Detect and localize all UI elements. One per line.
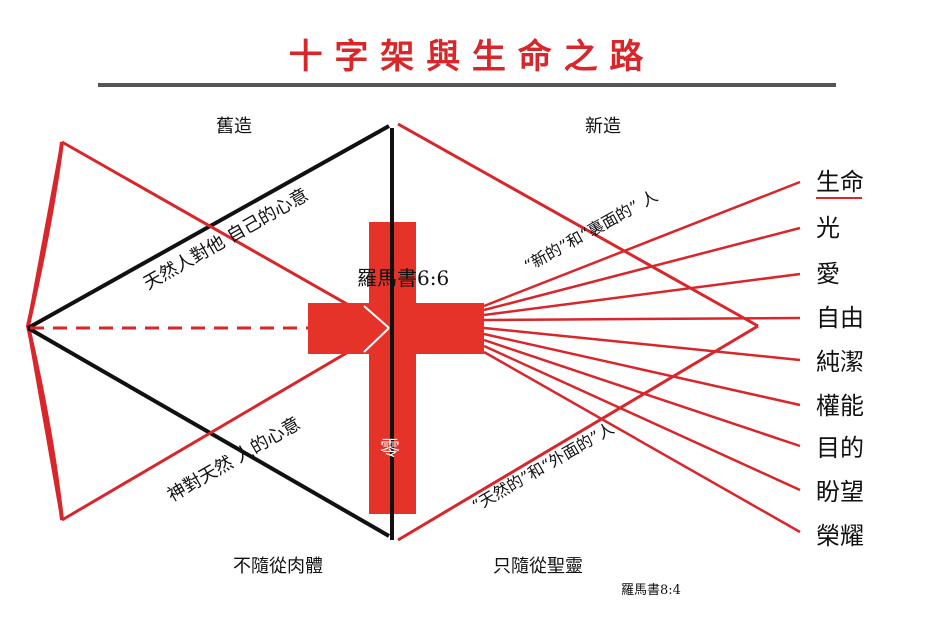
- cross-reference: 羅馬書6:6: [357, 266, 449, 290]
- cross-highlight-upper: [363, 305, 390, 329]
- new-creation-label: 新造: [585, 116, 621, 137]
- footnote-reference: 羅馬書8:4: [621, 583, 681, 598]
- blessing-item: 目的: [816, 434, 864, 462]
- bottom-left-caption: 不隨從肉體: [233, 556, 323, 577]
- blessing-item: 權能: [816, 392, 864, 420]
- ray-2: [483, 226, 801, 312]
- ray-9: [483, 350, 801, 534]
- ray-7: [483, 338, 801, 448]
- old-lower-line: [27, 326, 390, 538]
- old-creation-label: 舊造: [216, 116, 252, 137]
- ray-4: [483, 316, 801, 322]
- blessings-list: 生命 光 愛 自由 純潔 權能 目的 盼望 榮耀: [816, 168, 864, 550]
- zero-label: 零: [380, 436, 400, 460]
- blessing-item: 盼望: [816, 478, 864, 506]
- blessing-item: 光: [816, 214, 840, 242]
- blessing-item: 愛: [816, 260, 840, 288]
- bottom-right-caption: 只隨從聖靈: [493, 556, 583, 577]
- old-lower-caption: 神對天然 人的心意: [164, 413, 304, 506]
- cross-highlight-lower: [363, 327, 390, 353]
- blessing-item: 純潔: [816, 348, 864, 376]
- new-upper-line: [397, 122, 759, 328]
- new-upper-caption: “新的”和“裏面的” 人: [521, 186, 661, 275]
- old-red-lower-line: [61, 326, 390, 522]
- blessing-rays: [483, 180, 801, 534]
- old-red-upper-line: [61, 140, 390, 330]
- blessing-item: 榮耀: [816, 522, 864, 550]
- new-lower-caption: “天然的”和“外面的”人: [469, 419, 618, 516]
- cross-horizontal-beam: [308, 303, 484, 354]
- diagram-title: 十 字 架 與 生 命 之 路: [289, 37, 645, 77]
- blessing-item: 生命: [816, 168, 864, 196]
- tail-lower-edge: [26, 325, 64, 521]
- ray-8: [483, 344, 801, 492]
- ray-6: [483, 332, 801, 407]
- ray-1: [483, 180, 801, 308]
- blessing-item: 自由: [816, 304, 864, 332]
- new-lower-line: [397, 324, 759, 542]
- ray-5: [483, 326, 801, 362]
- ray-3: [483, 272, 801, 317]
- tail-upper-edge: [26, 141, 64, 327]
